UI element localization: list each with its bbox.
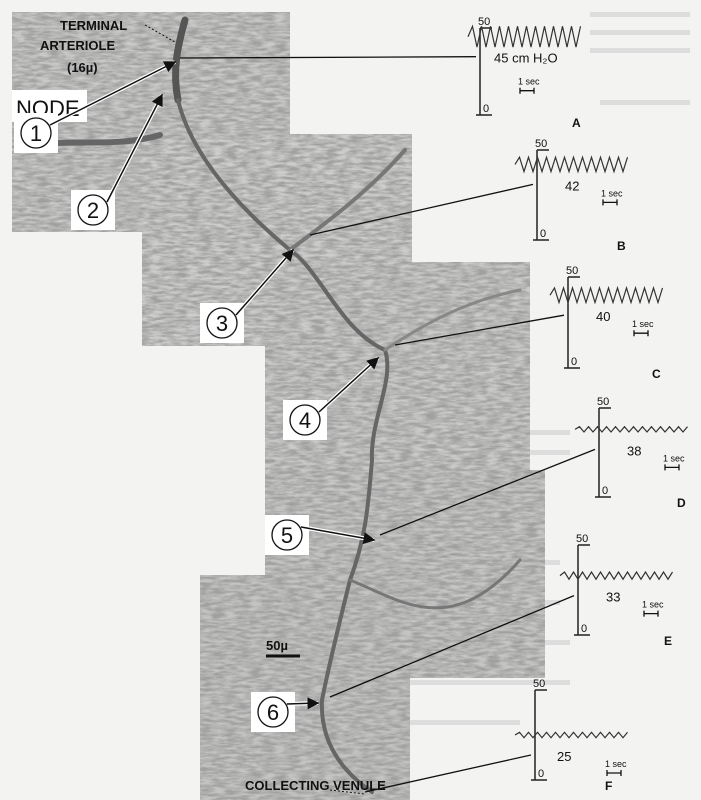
pointer-line xyxy=(394,314,565,346)
callout-number: 3 xyxy=(216,311,228,336)
label-arteriole: ARTERIOLE xyxy=(40,38,115,53)
axis-label-50: 50 xyxy=(533,678,545,690)
time-scale-label: 1 sec xyxy=(601,188,623,198)
time-scale-bar xyxy=(519,87,535,94)
side-branch-vessel xyxy=(348,558,522,610)
pressure-waveform xyxy=(514,731,628,739)
callout-circle xyxy=(289,404,321,436)
axis-label-50: 50 xyxy=(478,16,490,28)
time-scale-bar xyxy=(664,464,680,471)
time-scale-bar xyxy=(633,330,649,337)
axis-label-0: 0 xyxy=(602,485,608,497)
panel-letter: E xyxy=(664,634,672,648)
side-branch-vessel xyxy=(288,148,407,252)
axis-label-50: 50 xyxy=(535,138,547,150)
axis-label-0: 0 xyxy=(538,768,544,780)
callout-arrow xyxy=(300,526,376,545)
callout-4: 4 xyxy=(283,356,380,440)
panel-letter: F xyxy=(605,779,612,793)
axis-label-0: 0 xyxy=(571,356,577,368)
time-scale-label: 1 sec xyxy=(642,600,664,610)
callout-circle xyxy=(20,117,52,149)
main-vessel xyxy=(176,98,390,794)
time-scale-label: 1 sec xyxy=(518,77,540,87)
axis-label-50: 50 xyxy=(597,396,609,408)
callout-number: 5 xyxy=(281,523,293,548)
micrograph-tile-5 xyxy=(200,575,410,800)
pointer-line xyxy=(309,183,534,236)
callout-arrow xyxy=(235,248,294,316)
axis-label-50: 50 xyxy=(566,265,578,277)
pressure-value-label: 33 xyxy=(606,590,620,605)
callout-1: 1 xyxy=(14,60,177,153)
time-scale-label: 1 sec xyxy=(663,453,685,463)
pointer-line xyxy=(329,594,575,698)
scale-bar: 50µ xyxy=(266,638,300,658)
pressure-value-label: 40 xyxy=(596,309,610,324)
pressure-waveform xyxy=(514,155,629,174)
callout-circle xyxy=(77,194,109,226)
pointer-line xyxy=(364,754,532,793)
time-scale-label: 1 sec xyxy=(605,759,627,769)
callout-arrow xyxy=(49,61,177,126)
callout-2: 2 xyxy=(71,93,164,230)
time-scale-label: 1 sec xyxy=(632,319,654,329)
pointer-line xyxy=(179,56,477,59)
callout-6: 6 xyxy=(251,692,320,732)
panel-letter: D xyxy=(677,496,686,510)
time-scale-bar xyxy=(606,770,622,776)
terminal-arteriole-label: TERMINAL ARTERIOLE (16µ) xyxy=(40,18,176,75)
pressure-waveform xyxy=(549,285,664,305)
time-scale-bar xyxy=(643,610,659,617)
callout-circle xyxy=(271,519,303,551)
pressure-waveform xyxy=(574,425,688,433)
pressure-value-label: 38 xyxy=(627,443,641,458)
callout-number: 4 xyxy=(299,408,311,433)
callout-circle xyxy=(206,307,238,339)
terminal-arteriole xyxy=(172,16,189,104)
scale-bar-label: 50µ xyxy=(266,638,288,653)
collecting-venule-label: COLLECTING VENULE xyxy=(245,778,386,793)
panel-letter: A xyxy=(572,116,581,130)
callout-number: 2 xyxy=(87,198,99,223)
callout-circle xyxy=(257,696,289,728)
axis-label-0: 0 xyxy=(540,228,546,240)
callout-number: 1 xyxy=(30,121,42,146)
callout-arrow xyxy=(106,93,163,203)
pressure-waveform xyxy=(467,24,582,48)
time-scale-bar xyxy=(602,199,618,206)
label-terminal: TERMINAL xyxy=(60,18,127,33)
micrograph-tile-3 xyxy=(265,262,530,472)
pressure-value-label: 25 xyxy=(557,749,571,764)
callout-number: 6 xyxy=(267,700,279,725)
callout-5: 5 xyxy=(265,515,376,555)
callout-arrow xyxy=(286,697,320,710)
callout-3: 3 xyxy=(200,248,295,343)
panel-letter: B xyxy=(617,239,626,253)
axis-label-0: 0 xyxy=(581,623,587,635)
side-branch-vessel xyxy=(383,288,522,352)
label-arteriole-size: (16µ) xyxy=(67,60,98,75)
panel-letter: C xyxy=(652,367,661,381)
pressure-waveform xyxy=(559,570,674,581)
axis-label-50: 50 xyxy=(576,533,588,545)
pressure-value-label: 42 xyxy=(565,178,579,193)
site-callouts: 1 2 3 4 5 6 xyxy=(14,60,380,732)
axis-label-0: 0 xyxy=(483,103,489,115)
pointer-line xyxy=(379,448,596,536)
callout-arrow xyxy=(318,356,380,413)
pressure-value-label: 45 cm H₂O xyxy=(494,51,558,66)
